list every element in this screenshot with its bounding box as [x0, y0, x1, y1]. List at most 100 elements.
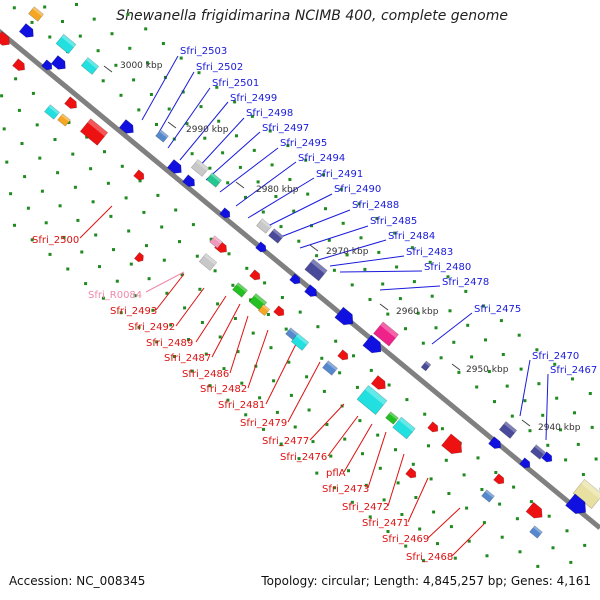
gene-arrow[interactable]: [493, 473, 507, 487]
gene-label-minus[interactable]: Sfri_2473: [322, 484, 369, 495]
gene-label-plus[interactable]: Sfri_2480: [424, 262, 471, 273]
gene-label-minus[interactable]: Sfri_2500: [32, 235, 79, 246]
leader-line: [205, 131, 261, 181]
leader-line: [265, 343, 297, 405]
gene-label-minus[interactable]: Sfri_2472: [342, 502, 389, 513]
gene-block[interactable]: [529, 525, 543, 539]
gene-arrow[interactable]: [255, 241, 269, 255]
gene-label-minus[interactable]: Sfri_2471: [362, 518, 409, 529]
gene-label-minus[interactable]: Sfri_2477: [262, 436, 309, 447]
guide-dot: [594, 457, 598, 461]
gene-arrow[interactable]: [337, 349, 351, 363]
gene-arrow[interactable]: [118, 119, 136, 137]
gene-block[interactable]: [498, 421, 518, 439]
gene-label-plus[interactable]: Sfri_2483: [406, 247, 453, 258]
guide-dot: [137, 325, 141, 329]
gene-arrow[interactable]: [427, 421, 441, 435]
gene-arrow[interactable]: [289, 273, 303, 287]
gene-label-plus[interactable]: Sfri_2467: [550, 365, 597, 376]
gene-label-minus[interactable]: Sfri_2468: [406, 552, 453, 563]
gene-label-minus[interactable]: Sfri_2479: [240, 418, 287, 429]
gene-label-minus[interactable]: Sfri_2476: [280, 452, 327, 463]
gene-arrow[interactable]: [334, 306, 357, 329]
gene-arrow[interactable]: [488, 436, 504, 452]
gene-arrow[interactable]: [12, 58, 28, 74]
gene-label-minus[interactable]: Sfri_2486: [182, 369, 229, 380]
gene-label-minus[interactable]: Sfri_2492: [128, 322, 175, 333]
gene-block[interactable]: [290, 333, 310, 351]
gene-label-minus[interactable]: Sfri_2482: [200, 384, 247, 395]
gene-label-plus[interactable]: Sfri_2478: [442, 277, 489, 288]
gene-arrow[interactable]: [441, 433, 467, 458]
gene-arrow[interactable]: [133, 251, 145, 263]
gene-label-plus[interactable]: Sfri_2470: [532, 351, 579, 362]
gene-block[interactable]: [385, 411, 399, 425]
gene-arrow[interactable]: [133, 169, 147, 183]
gene-block[interactable]: [373, 321, 399, 347]
gene-block[interactable]: [420, 360, 432, 372]
gene-label-plus[interactable]: Sfri_2488: [352, 200, 399, 211]
gene-label-plus[interactable]: Sfri_2485: [370, 216, 417, 227]
gene-label-plus[interactable]: Sfri_2499: [230, 93, 277, 104]
gene-block[interactable]: [57, 113, 71, 127]
gene-block[interactable]: [322, 360, 338, 376]
gene-block[interactable]: [257, 303, 271, 317]
gene-label-plus[interactable]: Sfri_2498: [246, 108, 293, 119]
gene-block[interactable]: [392, 416, 416, 440]
gene-block[interactable]: [209, 235, 223, 249]
scale-tick-label: 2980 kbp: [256, 185, 299, 195]
gene-block[interactable]: [356, 385, 388, 415]
gene-arrow[interactable]: [541, 451, 555, 465]
gene-label-plus[interactable]: Sfri_2503: [180, 46, 227, 57]
gene-arrow[interactable]: [519, 457, 533, 471]
gene-block[interactable]: [44, 104, 60, 120]
gene-arrow[interactable]: [50, 55, 68, 73]
gene-arrow[interactable]: [304, 284, 320, 300]
gene-block[interactable]: [304, 258, 328, 282]
gene-label-minus[interactable]: Sfri_2489: [146, 338, 193, 349]
gene-arrow[interactable]: [182, 174, 198, 190]
gene-label-plus[interactable]: Sfri_2491: [316, 169, 363, 180]
gene-label-minus[interactable]: Sfri_2481: [218, 400, 265, 411]
gene-block[interactable]: [481, 489, 495, 503]
gene-arrow[interactable]: [64, 96, 80, 112]
gene-block[interactable]: [80, 57, 100, 75]
gene-block[interactable]: [155, 129, 169, 143]
gene-block[interactable]: [28, 6, 44, 22]
gene-label-rna[interactable]: Sfri_R0084: [88, 290, 142, 301]
gene-arrow[interactable]: [166, 159, 184, 177]
gene-label-minus[interactable]: pflA: [326, 468, 346, 479]
gene-block[interactable]: [256, 218, 272, 234]
gene-label-plus[interactable]: Sfri_2497: [262, 123, 309, 134]
gene-arrow[interactable]: [525, 501, 546, 521]
gene-label-plus[interactable]: Sfri_2502: [196, 62, 243, 73]
gene-arrow[interactable]: [249, 269, 263, 283]
gene-arrow[interactable]: [565, 493, 591, 518]
gene-block[interactable]: [268, 228, 284, 244]
gene-label-minus[interactable]: Sfri_2487: [164, 353, 211, 364]
gene-block[interactable]: [198, 253, 218, 271]
gene-block[interactable]: [232, 282, 248, 298]
gene-label-plus[interactable]: Sfri_2490: [334, 184, 381, 195]
gene-label-plus[interactable]: Sfri_2475: [474, 304, 521, 315]
gene-label-plus[interactable]: Sfri_2484: [388, 231, 435, 242]
gene-label-plus[interactable]: Sfri_2494: [298, 153, 345, 164]
gene-arrow[interactable]: [362, 334, 385, 357]
gene-block[interactable]: [55, 33, 77, 55]
gene-arrow[interactable]: [41, 59, 55, 73]
gene-label-plus[interactable]: Sfri_2501: [212, 78, 259, 89]
gene-label-minus[interactable]: Sfri_2493: [110, 306, 157, 317]
leader-line: [195, 117, 245, 171]
gene-block[interactable]: [530, 444, 546, 460]
gene-block[interactable]: [190, 159, 210, 177]
gene-arrow[interactable]: [219, 207, 233, 221]
gene-arrow[interactable]: [405, 467, 419, 481]
gene-block[interactable]: [79, 118, 109, 146]
gene-arrow[interactable]: [18, 23, 36, 41]
gene-label-minus[interactable]: Sfri_2469: [382, 534, 429, 545]
gene-arrow[interactable]: [370, 375, 388, 393]
gene-label-plus[interactable]: Sfri_2495: [280, 138, 327, 149]
gene-block[interactable]: [206, 172, 222, 188]
gene-arrow[interactable]: [0, 31, 13, 49]
gene-arrow[interactable]: [273, 305, 287, 319]
